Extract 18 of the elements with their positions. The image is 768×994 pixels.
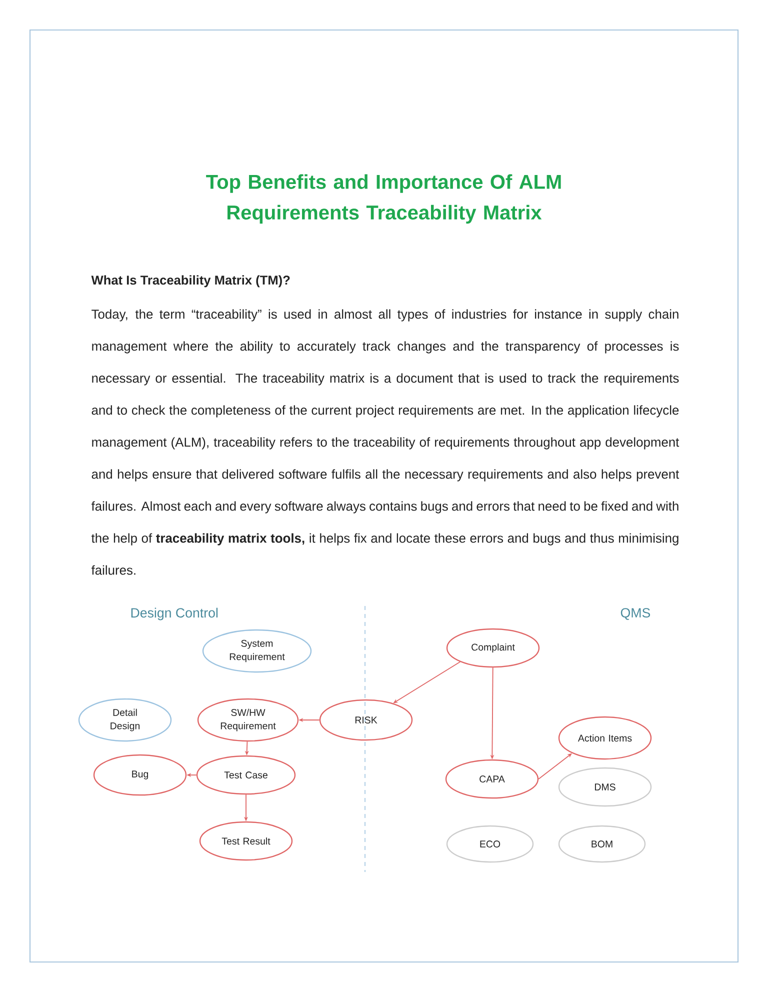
ellipse-node: Bug xyxy=(93,754,187,796)
ellipse-node: BOM xyxy=(558,825,646,863)
ellipse-node: CAPA xyxy=(445,759,539,799)
section-heading: What Is Traceability Matrix (TM)? xyxy=(91,275,290,288)
body-paragraph: Today, the term “traceability” is used in almost all types of industries for instance in supply chain management where the ability to accurately track changes and the transparency of processes is necessary or essential. The traceability matrix is a document that is used to track the requirements and to check the completeness of the current project requirements are met. In the application lifecycle management (ALM), traceability refers to the traceability of requirements throughout app development and helps ensure that delivered software fulfils all the necessary requirements and also helps prevent failures. Almost each and every software always contains bugs and errors that need to be fixed and with the help of traceability matrix tools, it helps fix and locate these errors and bugs and thus minimising failures. xyxy=(91,309,680,575)
ellipse-node: Detail Design xyxy=(78,698,172,742)
ellipse-node: Action Items xyxy=(558,716,652,760)
ellipse-node: SW/HW Requirement xyxy=(197,698,299,742)
section-label: Design Control xyxy=(131,608,218,620)
ellipse-node: ECO xyxy=(446,825,534,863)
ellipse-node: Complaint xyxy=(446,628,540,668)
ellipse-node: DMS xyxy=(558,767,652,807)
section-label: QMS xyxy=(620,608,650,620)
ellipse-node: Test Case xyxy=(196,755,296,795)
ellipse-node: RISK xyxy=(319,699,413,741)
title: Top Benefits and Importance Of ALM Requirements Traceability Matrix xyxy=(206,174,561,224)
ellipse-node: Test Result xyxy=(199,821,293,861)
ellipse-node: System Requirement xyxy=(202,629,312,673)
